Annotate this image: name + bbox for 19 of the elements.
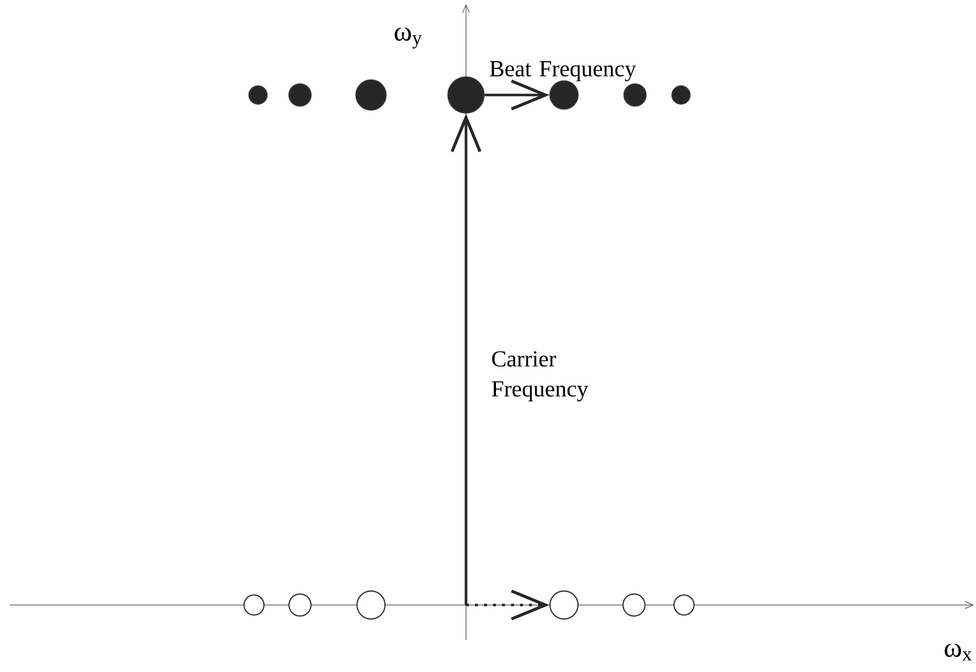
filled-dot	[671, 85, 691, 105]
hollow-circle	[673, 594, 695, 616]
arrow	[466, 590, 550, 620]
hollow-circle	[549, 590, 579, 620]
filled-dot	[248, 85, 268, 105]
edge-label: Beat Frequency	[490, 61, 636, 82]
hollow-circle	[243, 594, 265, 616]
axis-label: ω$_{y}$	[394, 27, 422, 49]
hollow-circle	[622, 593, 646, 617]
filled-dot	[447, 76, 485, 114]
hollow-circle	[288, 593, 312, 617]
axis-label: ω$_{x}$	[944, 644, 972, 660]
edge-label: Carrier Frequency	[492, 351, 588, 402]
hollow-circle	[356, 590, 386, 620]
filled-dot	[288, 83, 312, 107]
filled-dot	[623, 83, 647, 107]
filled-dot	[355, 79, 387, 111]
arrow	[450, 114, 482, 605]
filled-dot	[549, 80, 579, 110]
